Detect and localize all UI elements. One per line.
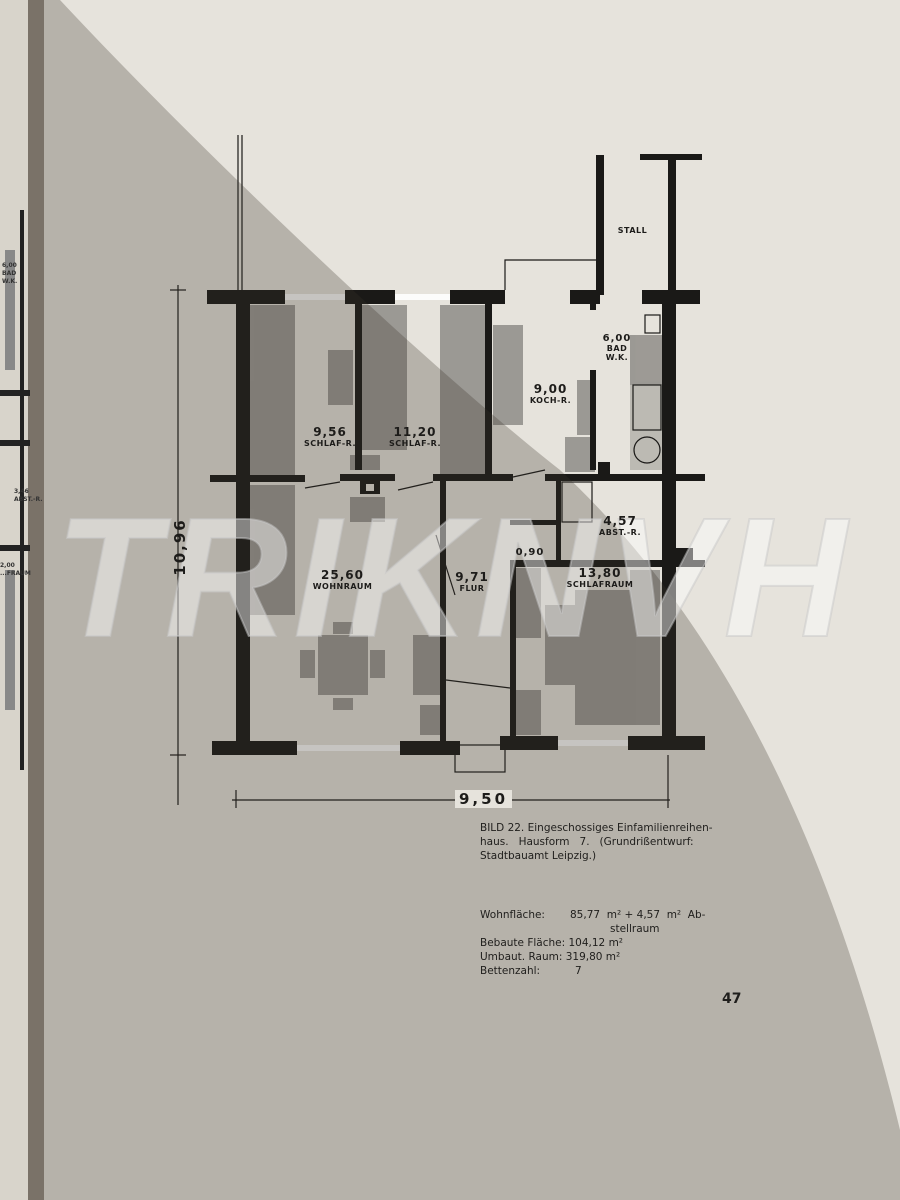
page-number: 47 (722, 991, 742, 1007)
stat-label: Bebaute Fläche: (480, 937, 566, 949)
floor-plan (170, 135, 705, 808)
caption-line: BILD 22. Eingeschossiges Einfamilienreih… (480, 822, 713, 834)
stat-value: 7 (575, 965, 582, 977)
stat-value: 104,12 m² (568, 937, 624, 949)
caption-line: Stadtbauamt Leipzig.) (480, 850, 597, 862)
watermark: TRIKNVH (54, 482, 853, 674)
left-label: 2,00...FRAUM (0, 562, 31, 578)
stat-label: Wohnfläche: (480, 909, 545, 921)
stat-value: 85,77 m² + 4,57 m² Ab- (570, 909, 706, 921)
room-label-stall: STALL (617, 226, 648, 235)
stats-block: Wohnfläche: 85,77 m² + 4,57 m² Ab- stellr… (480, 908, 705, 978)
stat-value-cont: stellraum (610, 923, 660, 935)
stat-value: 319,80 m² (565, 951, 621, 963)
left-label-area: 2,00 (0, 562, 15, 569)
gutter (28, 0, 44, 1200)
left-label-name: ...FRAUM (0, 570, 31, 577)
stat-label: Umbaut. Raum: (480, 951, 563, 963)
stat-label: Bettenzahl: (480, 965, 541, 977)
dimension-width: 9,50 (455, 790, 513, 808)
left-label-name: BAD (2, 270, 17, 277)
shadow (44, 0, 900, 1200)
room-label-nische: 0,90 (515, 547, 545, 558)
left-page-plan (0, 210, 30, 770)
page (44, 0, 900, 1200)
dimension-height: 10,96 (171, 518, 189, 576)
caption-line: haus. Hausform 7. (Grundrißentwurf: (480, 836, 694, 848)
left-label-name: ABST.-R. (14, 496, 43, 503)
left-label-area: 3,46 (14, 488, 29, 495)
figure-caption: BILD 22. Eingeschossiges Einfamilienreih… (480, 821, 713, 863)
left-label-area: 6,00 (2, 262, 17, 269)
left-label-name2: W.K. (2, 278, 18, 285)
